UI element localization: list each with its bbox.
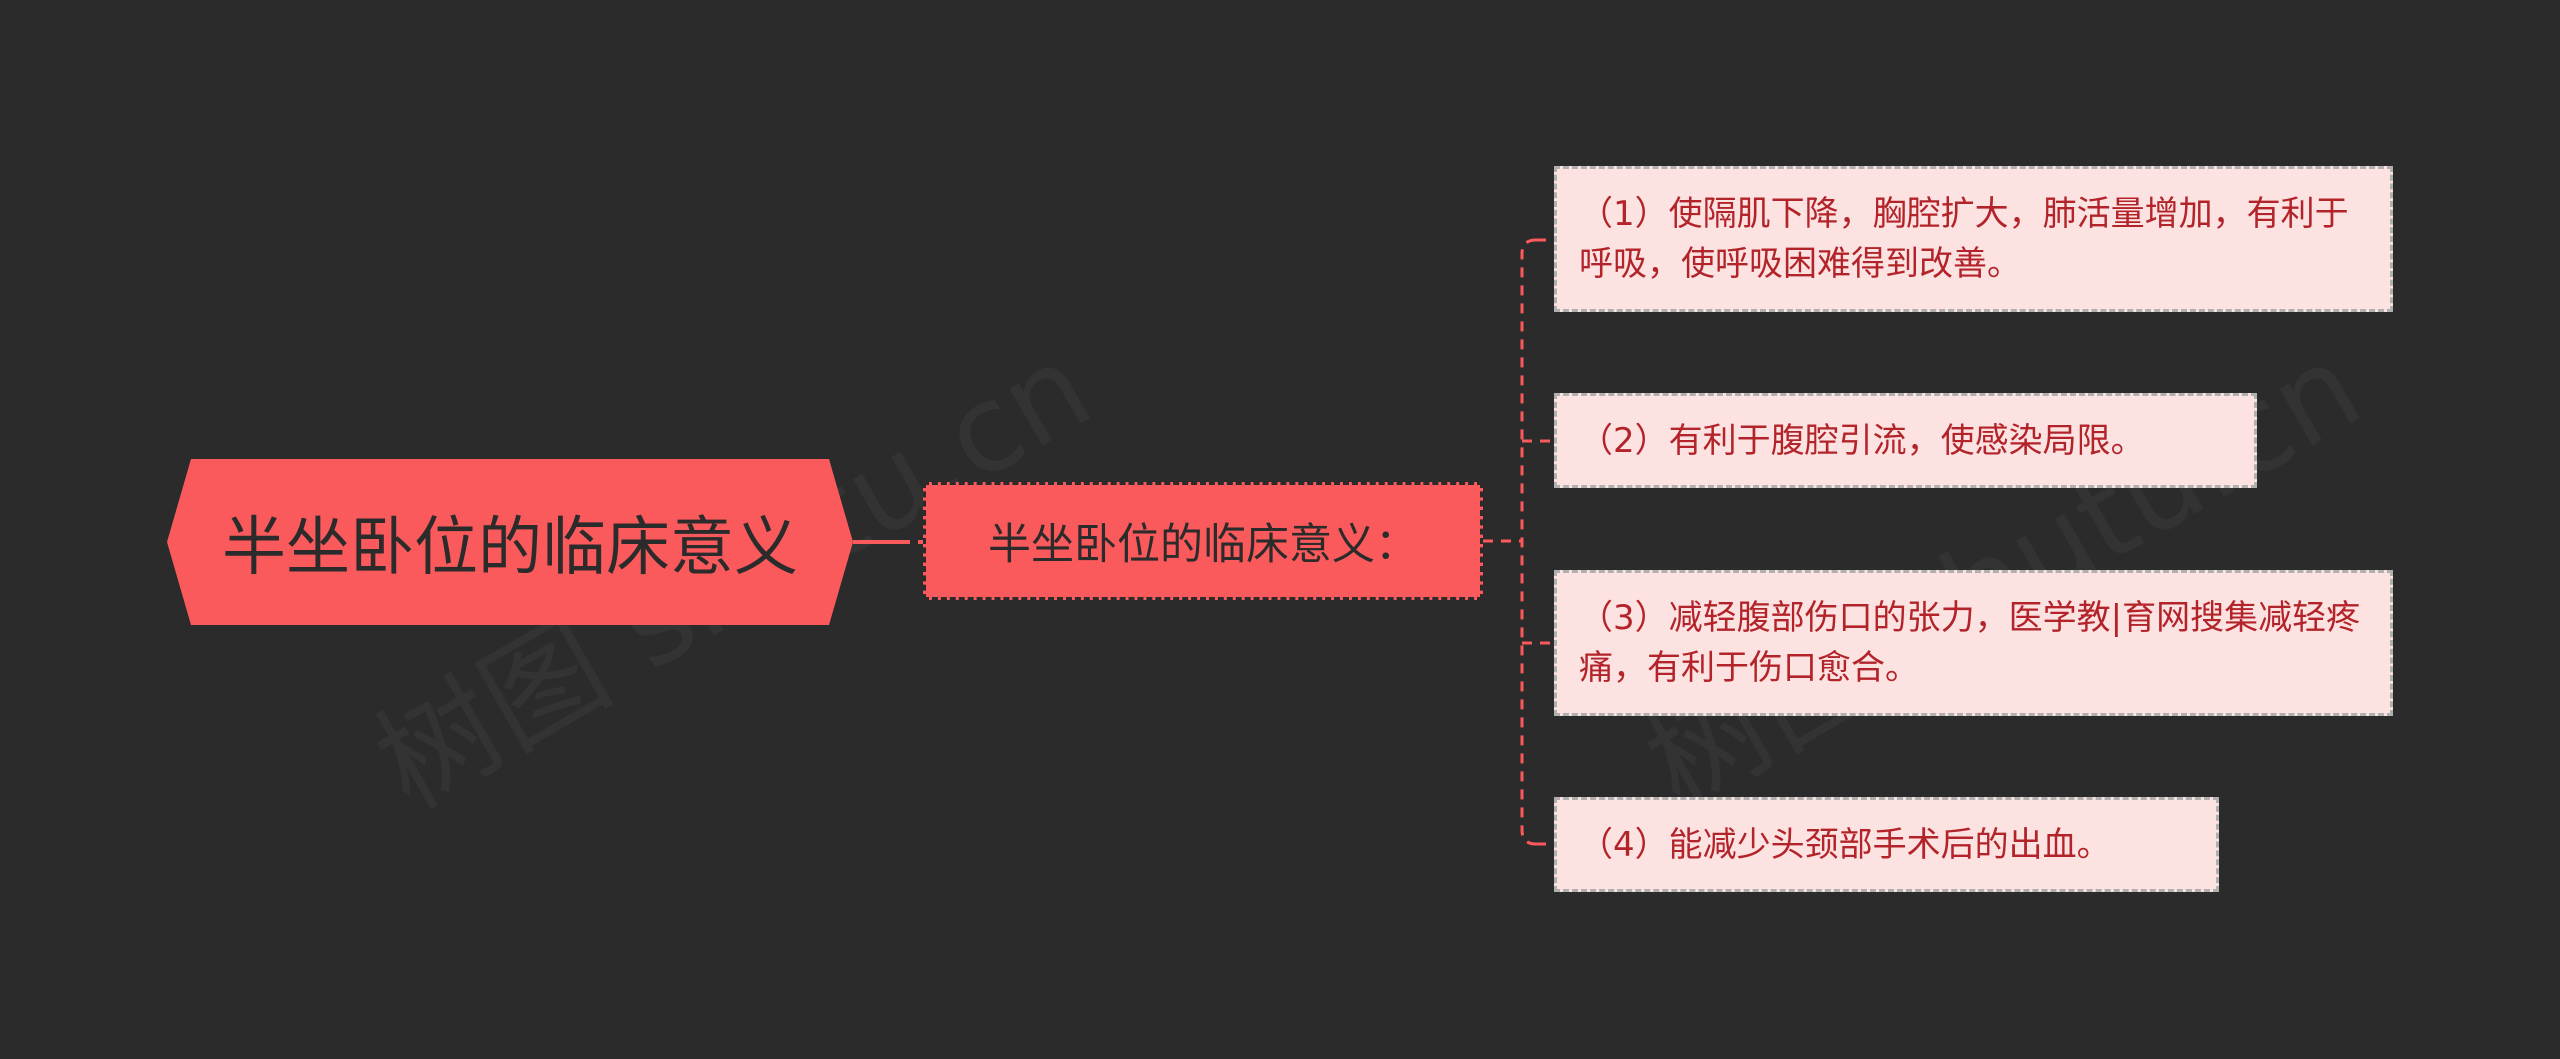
root-node-label: 半坐卧位的临床意义 — [222, 511, 798, 585]
leaf-node-4[interactable]: （4）能减少头颈部手术后的出血。 — [1554, 797, 2219, 892]
branch-node[interactable]: 半坐卧位的临床意义： — [923, 482, 1483, 600]
connector-trunk — [1520, 238, 1537, 846]
root-node[interactable]: 半坐卧位的临床意义 — [167, 459, 853, 625]
leaf-node-label: （3）减轻腹部伤口的张力，医学教|育网搜集减轻疼痛，有利于伤口愈合。 — [1579, 598, 2361, 688]
leaf-node-1[interactable]: （1）使隔肌下降，胸腔扩大，肺活量增加，有利于呼吸，使呼吸困难得到改善。 — [1554, 166, 2393, 312]
leaf-node-3[interactable]: （3）减轻腹部伤口的张力，医学教|育网搜集减轻疼痛，有利于伤口愈合。 — [1554, 570, 2393, 716]
leaf-node-2[interactable]: （2）有利于腹腔引流，使感染局限。 — [1554, 393, 2257, 488]
branch-node-label: 半坐卧位的临床意义： — [988, 520, 1418, 570]
leaf-node-label: （4）能减少头颈部手术后的出血。 — [1579, 824, 2111, 865]
leaf-node-label: （1）使隔肌下降，胸腔扩大，肺活量增加，有利于呼吸，使呼吸困难得到改善。 — [1579, 194, 2349, 284]
leaf-node-label: （2）有利于腹腔引流，使感染局限。 — [1579, 420, 2145, 461]
